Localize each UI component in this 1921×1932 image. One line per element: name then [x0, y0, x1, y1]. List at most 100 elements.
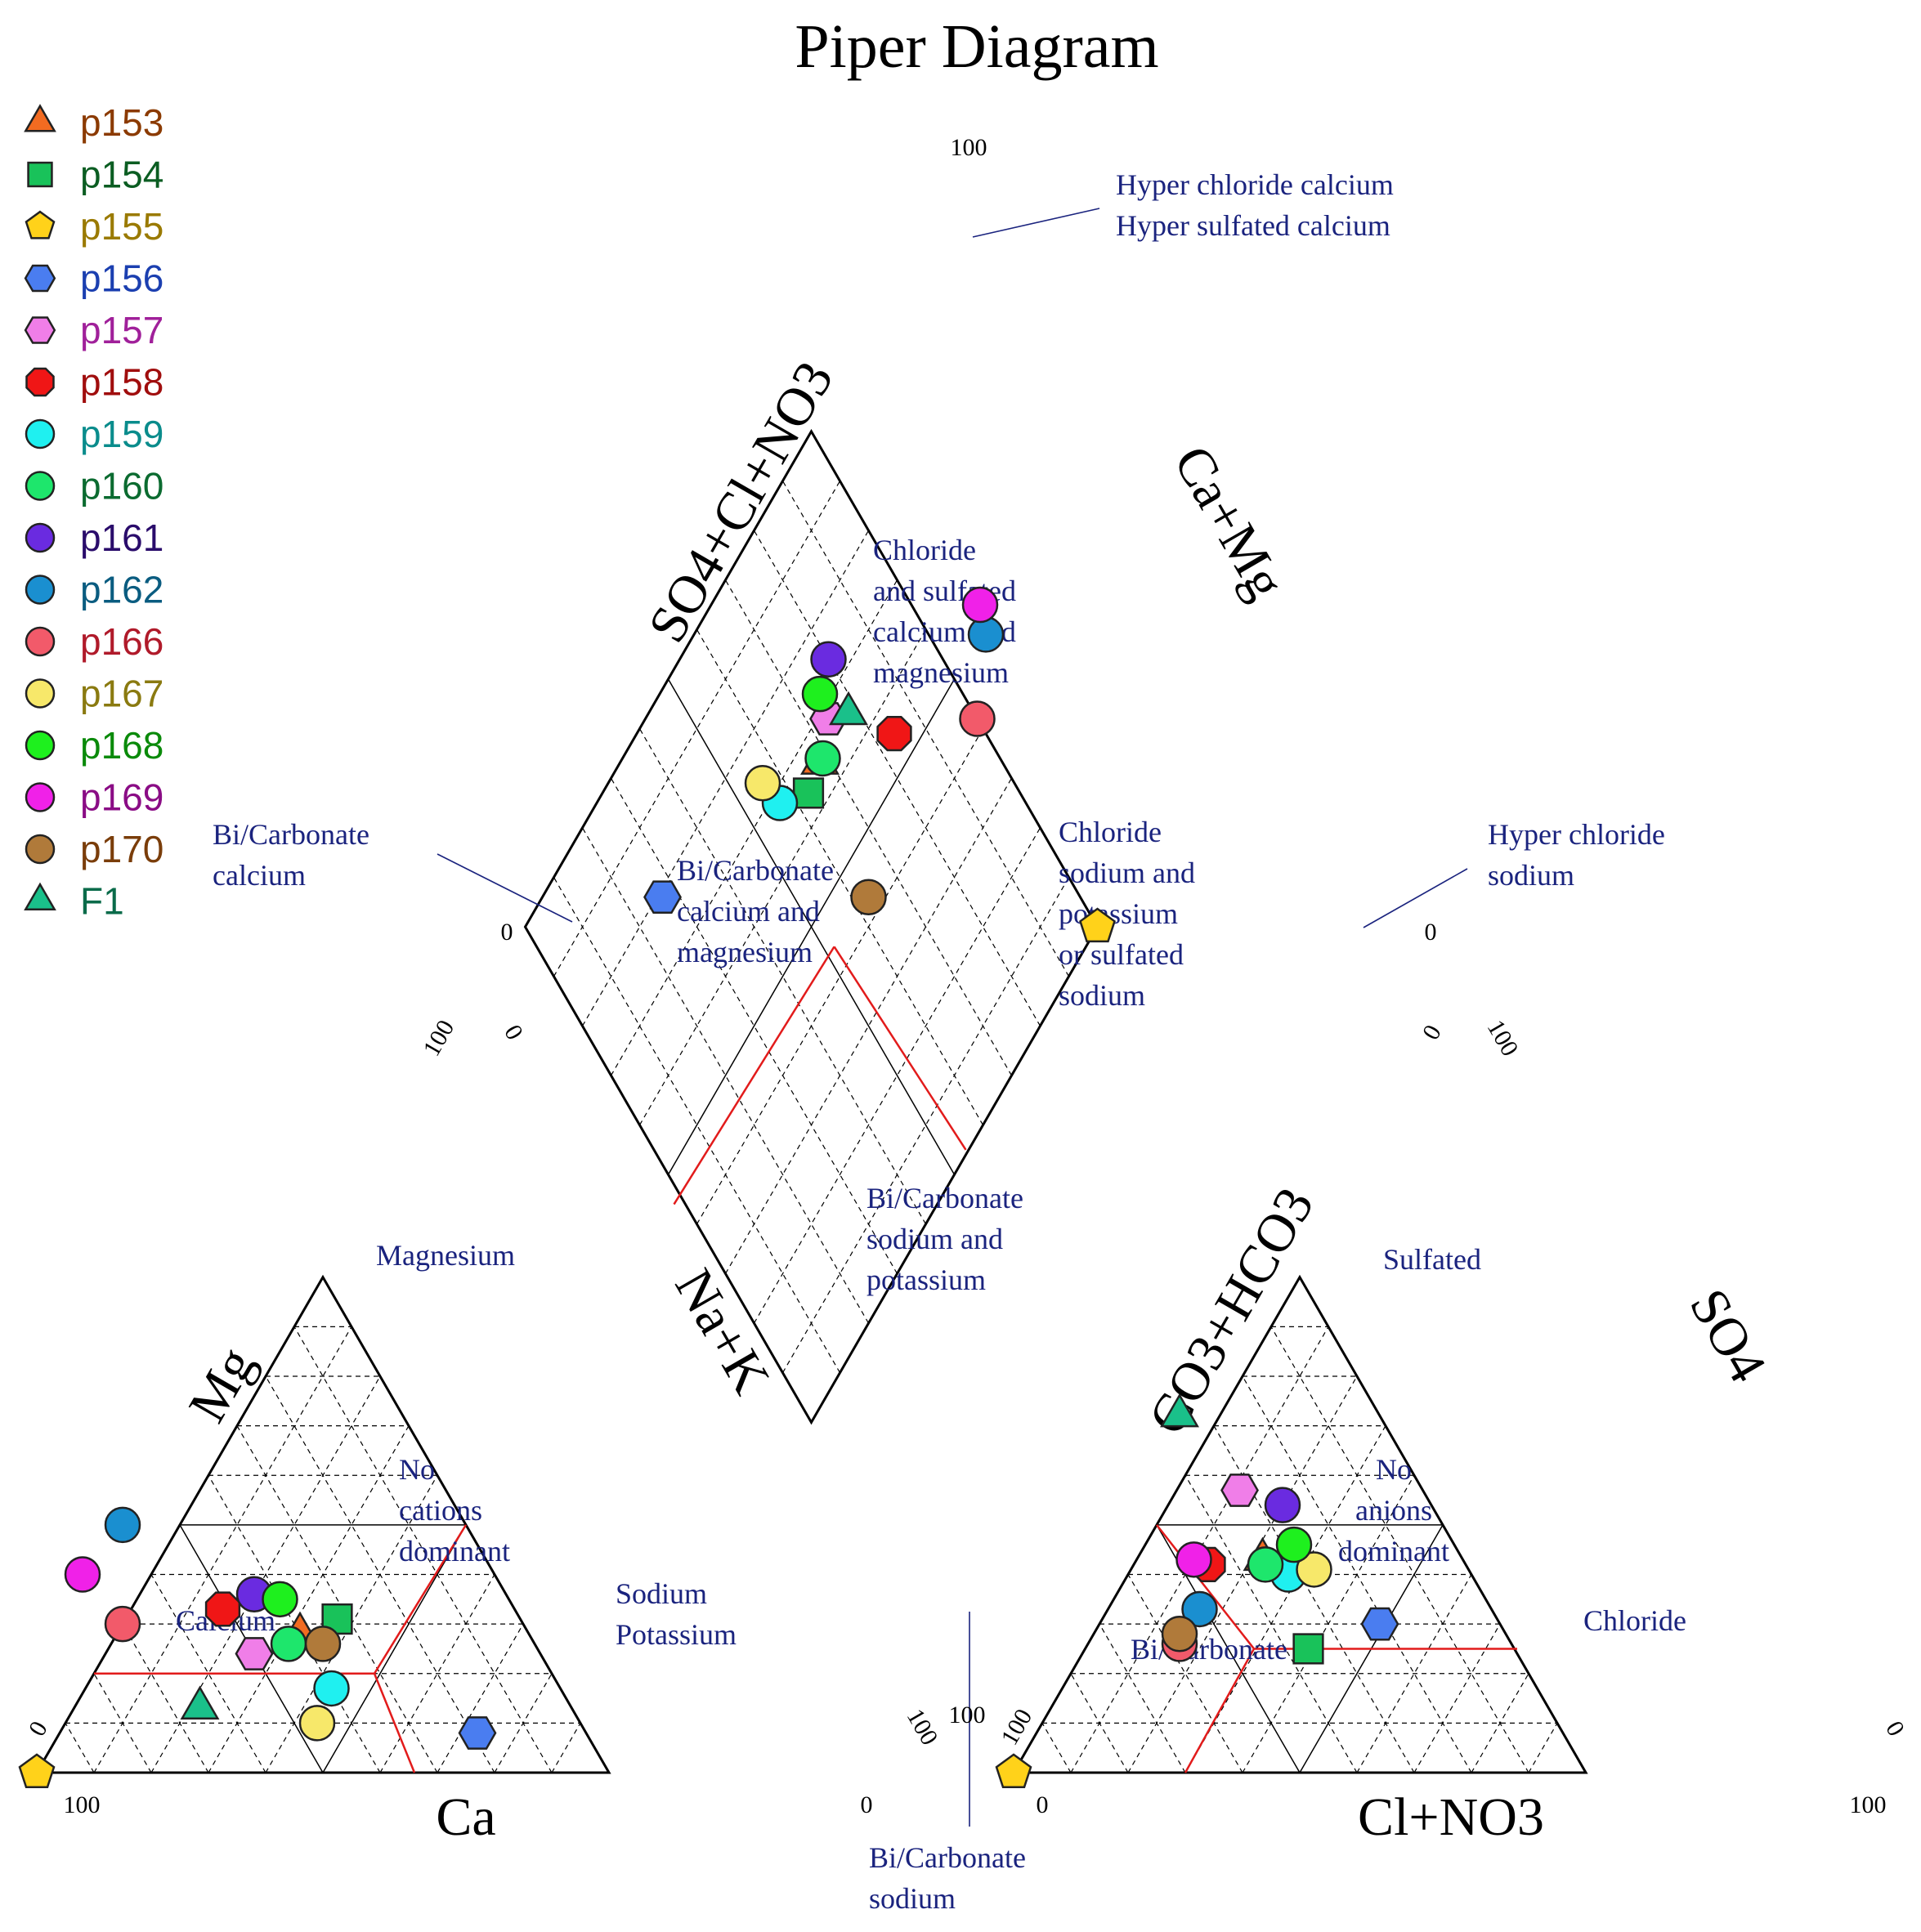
diamond-grid-a [781, 877, 1070, 1373]
diamond-boundary-line [833, 946, 967, 1151]
diamond-grid-b [610, 777, 898, 1274]
diamond-grid-b [638, 728, 927, 1225]
legend-item-p167: p167 [25, 673, 163, 715]
point-p166-cation [104, 1605, 141, 1643]
legend-label-p168: p168 [80, 724, 163, 767]
label-bicarbonate-sodium-potassium-line: Bi/Carbonate [866, 1182, 1023, 1214]
point-p157-cation [235, 1637, 274, 1670]
label-chloride-sodium-line: or sulfated [1059, 938, 1184, 971]
point-p160-anion [1247, 1546, 1284, 1583]
diamond-boundary-line [673, 946, 835, 1205]
legend-label-p155: p155 [80, 205, 163, 248]
label-bicarbonate: Bi/Carbonate [1131, 1633, 1287, 1666]
legend-label-p166: p166 [80, 620, 163, 663]
anion-triangle-grid-a [1270, 1326, 1529, 1773]
point-p169-anion [1175, 1541, 1212, 1578]
legend-item-p156: p156 [24, 257, 163, 300]
point-p162-cation [104, 1506, 141, 1544]
point-p156-cation [458, 1716, 497, 1750]
diamond-grid-b [753, 530, 1041, 1026]
point-p161-anion [1264, 1487, 1301, 1523]
label-no-cations-dominant-line: No [399, 1453, 435, 1486]
point-p166-diamond [959, 700, 996, 737]
cation-triangle-grid-b [93, 1326, 352, 1773]
point-p170-anion [1161, 1616, 1198, 1652]
legend-marker-p159 [25, 418, 56, 449]
legend-marker-p162 [25, 575, 56, 605]
label-hyper-chloride-calcium-line: Hyper chloride calcium [1116, 168, 1394, 201]
point-p162-anion [1181, 1590, 1218, 1628]
point-p156-diamond [643, 880, 682, 915]
legend-item-p154: p154 [27, 154, 163, 196]
label-no-cations-dominant-line: cations [399, 1494, 482, 1527]
diamond-grid-a [581, 530, 870, 1026]
label-chloride-line: Chloride [1583, 1604, 1686, 1637]
label-bicarbonate-camg-line: Bi/Carbonate [677, 854, 834, 887]
point-p167-anion [1296, 1551, 1332, 1588]
legend-label-p156: p156 [80, 257, 163, 300]
legend-label-p158: p158 [80, 361, 163, 404]
point-p156-anion [1360, 1607, 1399, 1641]
legend-label-p157: p157 [80, 309, 163, 351]
label-no-anions-dominant-line: anions [1355, 1494, 1432, 1527]
label-magnesium-line: Magnesium [376, 1239, 515, 1272]
point-p155-cation [18, 1753, 56, 1789]
anion-triangle-grid-a [1041, 1723, 1072, 1773]
label-bicarbonate-camg-line: magnesium [677, 936, 813, 968]
tick-diamond-bottom: 100 [949, 1702, 986, 1729]
legend-item-F1: F1 [24, 880, 124, 923]
legend-item-p169: p169 [25, 776, 163, 819]
label-hyper-chloride-sodium-line: Hyper chloride [1488, 818, 1665, 851]
cation-triangle-grid-a [265, 1375, 495, 1773]
point-p155-diamond [1079, 907, 1116, 943]
legend-label-p160: p160 [80, 465, 163, 508]
sample-points [18, 586, 1399, 1789]
diamond-grid-a [724, 777, 1013, 1274]
tick-cl-100: 100 [1850, 1791, 1887, 1818]
diamond-grid-a [753, 827, 1041, 1324]
point-p167-diamond [744, 765, 781, 802]
legend-marker-p155 [25, 210, 56, 239]
label-sodium-potassium-line: Potassium [616, 1618, 737, 1651]
point-p167-cation [298, 1705, 336, 1742]
diamond-grid-a [696, 728, 984, 1225]
anion-triangle-grid-b [1356, 1574, 1472, 1773]
point-p160-cation [270, 1626, 307, 1662]
label-sodium-potassium-line: Sodium [616, 1577, 707, 1610]
cation-triangle-grid-a [293, 1326, 553, 1773]
label-bicarbonate-sodium-potassium-line: potassium [866, 1263, 986, 1296]
point-p168-cation [262, 1581, 298, 1618]
label-no-anions-dominant-line: dominant [1338, 1535, 1449, 1568]
anion-boundary-line [1156, 1524, 1255, 1650]
legend-item-p157: p157 [24, 309, 163, 351]
legend-label-p162: p162 [80, 569, 163, 611]
axis-title-ca: Ca [436, 1787, 495, 1847]
anion-triangle-grid-a [1099, 1623, 1186, 1773]
tick-nak-100: 100 [902, 1705, 943, 1750]
legend-label-p167: p167 [80, 673, 163, 715]
diamond-grid-a [638, 629, 927, 1125]
diamond-grid-b [696, 629, 984, 1125]
label-bicarbonate-calcium-line: calcium [213, 859, 306, 892]
anion-triangle-grid-b [1413, 1623, 1501, 1773]
anion-triangle-grid-a [1127, 1574, 1243, 1773]
point-p154-diamond [792, 777, 825, 809]
tick-nak-0: 0 [499, 1021, 528, 1044]
label-chloride: Chloride [1583, 1604, 1686, 1637]
anion-triangle-grid-b [1184, 1425, 1386, 1773]
anion-triangle-grid-b [1127, 1375, 1358, 1773]
point-p154-anion [1292, 1633, 1324, 1665]
legend-marker-p153 [24, 104, 56, 132]
diamond-grid-b [724, 579, 1013, 1076]
label-hyper-chloride-sodium-line: sodium [1488, 859, 1574, 892]
tick-diamond-right: 0 [1425, 919, 1437, 946]
legend-item-p158: p158 [25, 361, 163, 404]
